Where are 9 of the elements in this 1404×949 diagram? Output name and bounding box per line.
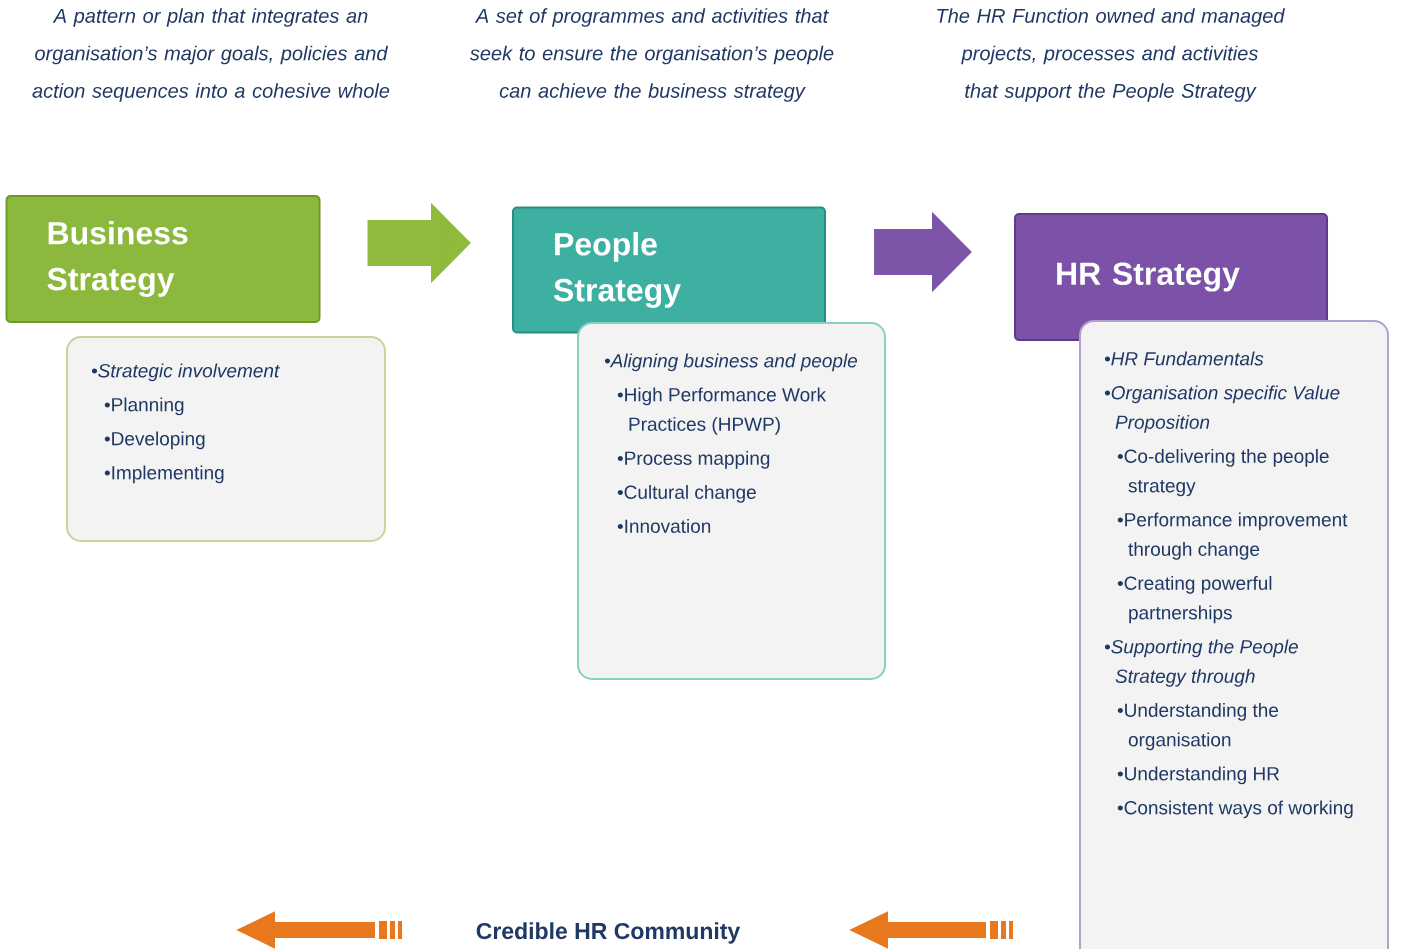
heading-box: People Strategy <box>512 206 826 334</box>
description-text: A pattern or plan that integrates an organisation’s major goals, policies and action sequences into a cohesive whole <box>32 8 390 102</box>
list-box: •Strategic involvement •Planning •Developing •Implementing <box>66 336 386 542</box>
footer-text: Credible HR Community <box>476 922 741 944</box>
description-text: The HR Function owned and managed projects, processes and activities that support the People Strategy <box>937 8 1285 102</box>
list-box: •Aligning business and people •High Performance Work Practices (HPWP) •Process mapping •Cultural change •Innovation <box>577 322 886 680</box>
heading-box: Business Strategy <box>5 195 321 323</box>
list-box: •HR Fundamentals •Organisation specific Value Proposition •Co-delivering the people strategy •Performance improvement through change •Creating powerful partnerships •Supporting the People Strategy through •Understanding the organisation •Understanding HR •Consistent ways of working <box>1079 320 1389 949</box>
description-text: A set of programmes and activities that seek to ensure the organisation’s people can achieve the business strategy <box>469 8 834 102</box>
